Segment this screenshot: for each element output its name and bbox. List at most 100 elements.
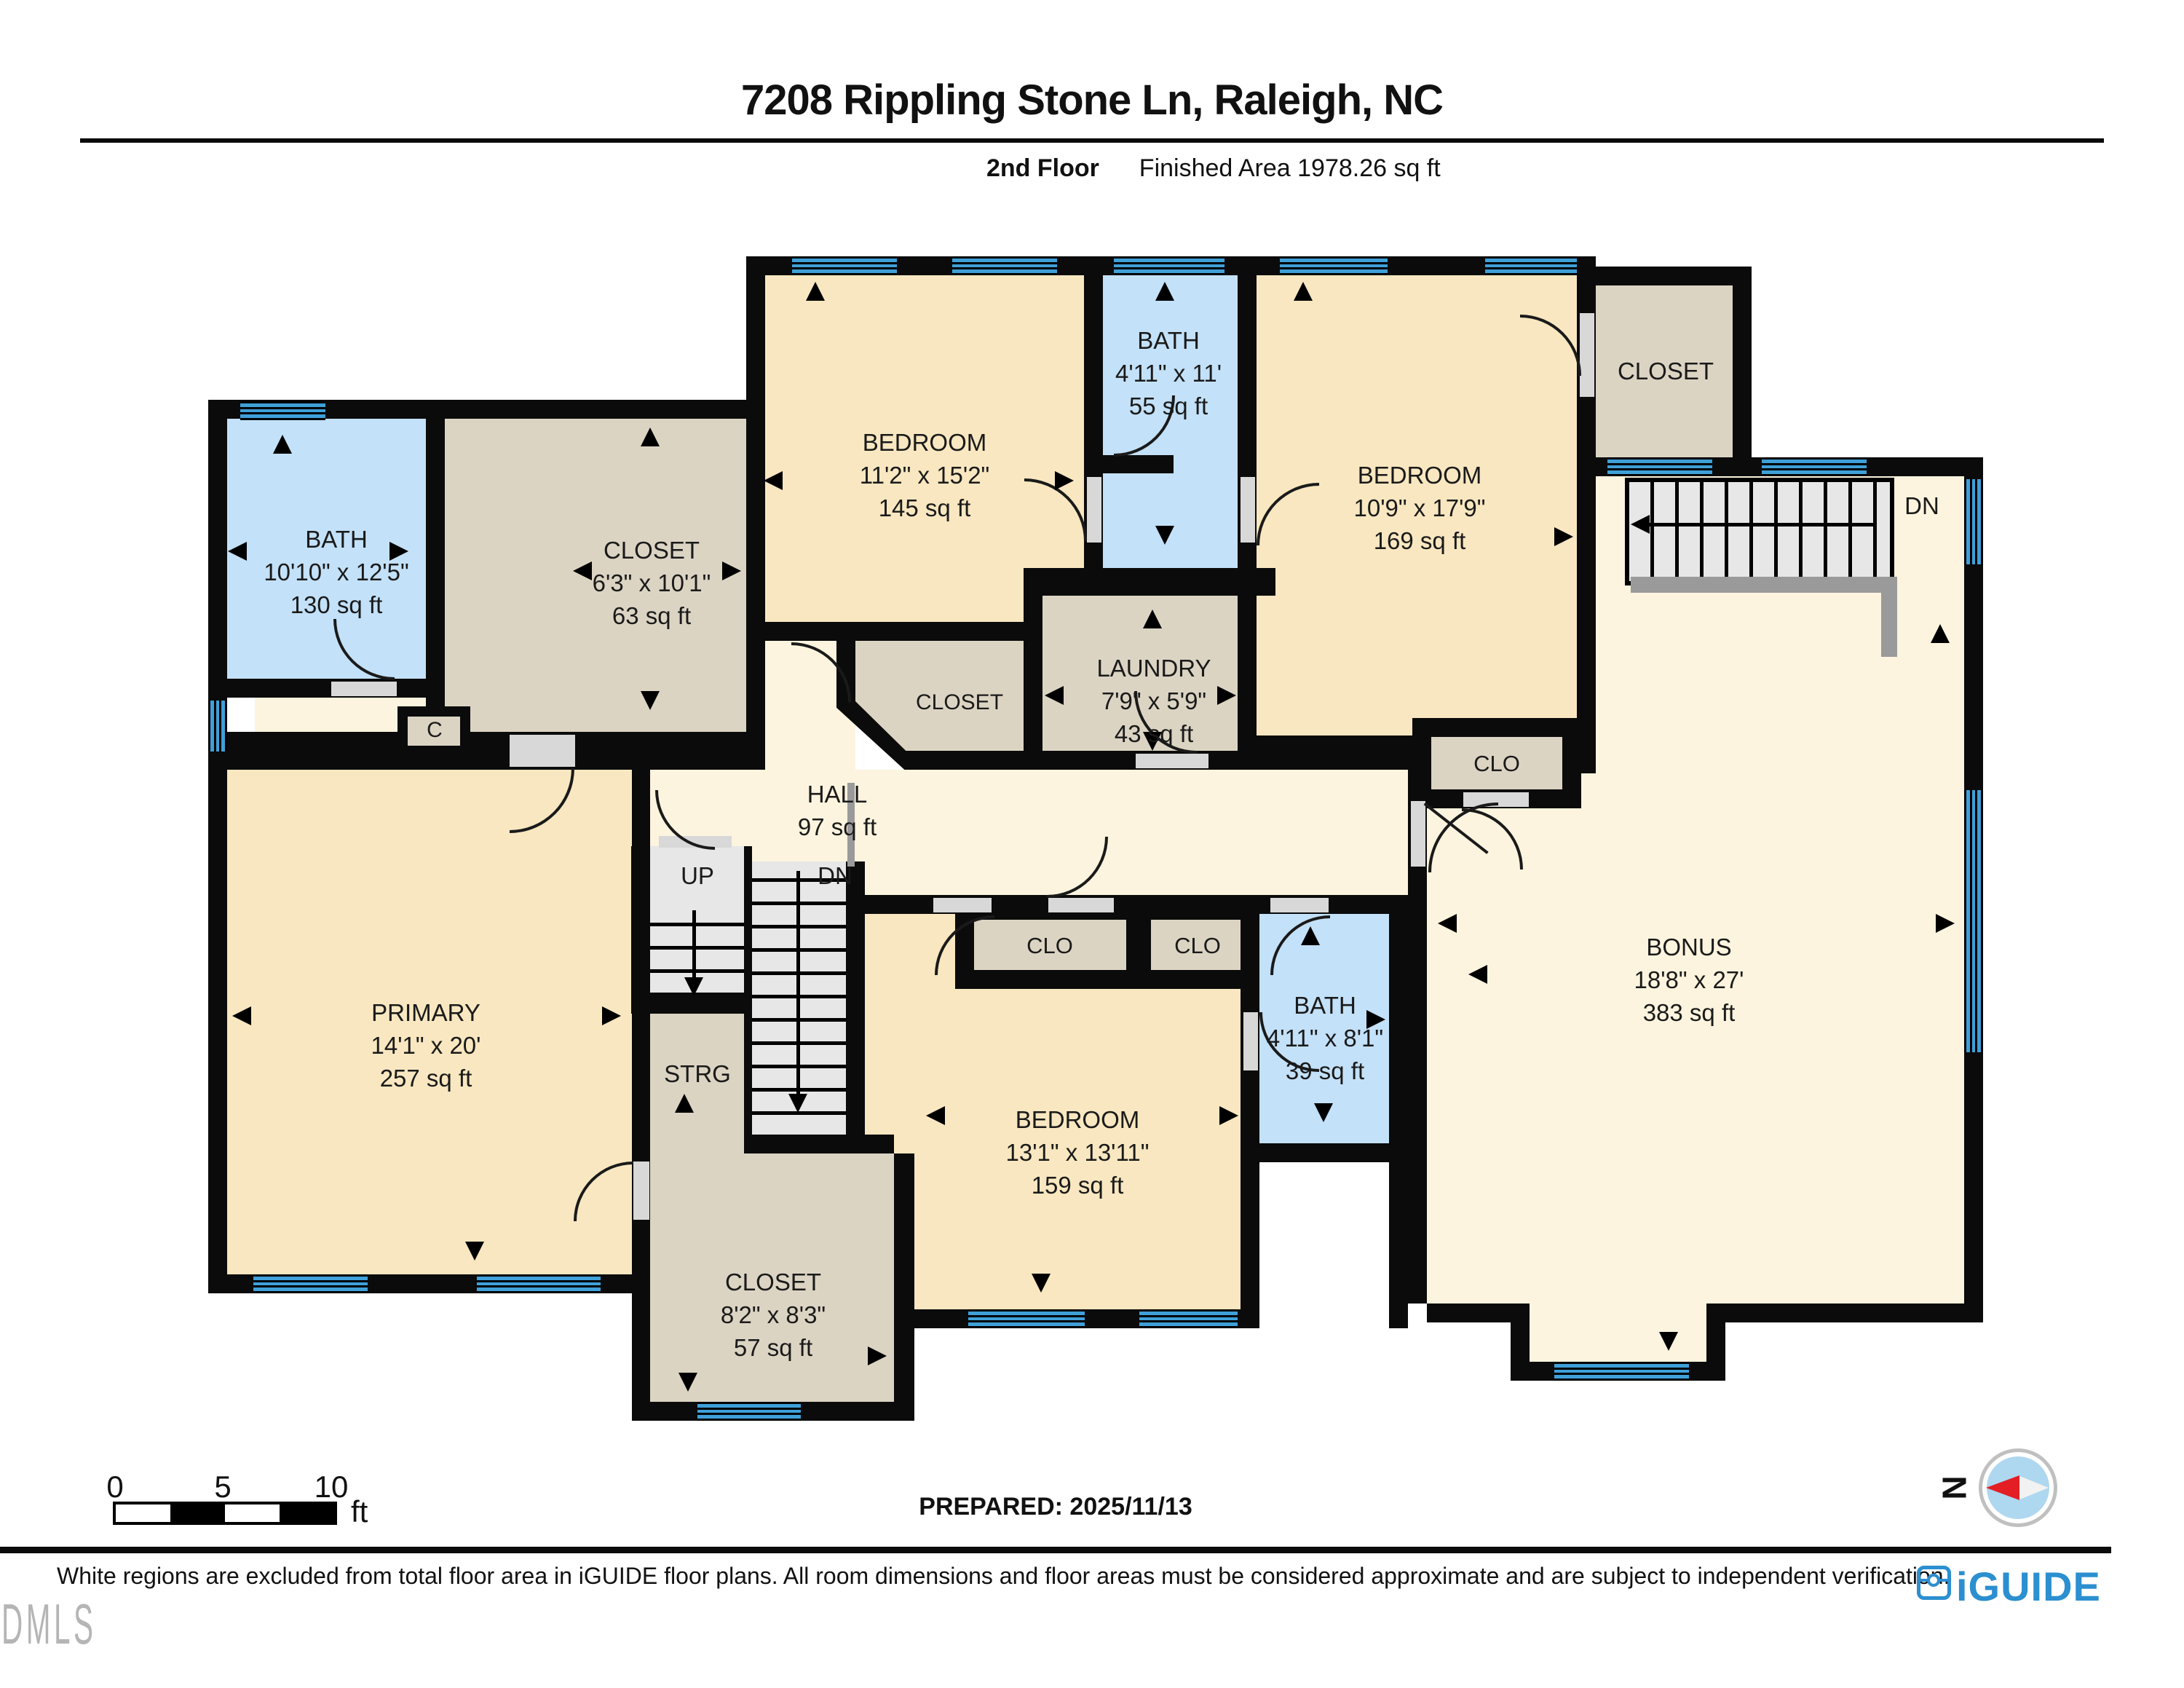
stair-post: [847, 783, 855, 867]
door-opening: [1048, 898, 1114, 912]
stair-arrow: [1631, 515, 1650, 534]
label-strg: STRG: [664, 1057, 731, 1090]
wall: [208, 751, 227, 1293]
direction-arrow: [1931, 624, 1950, 643]
window: [1964, 479, 1983, 564]
staircase-down-top-right: [1625, 478, 1894, 585]
room-area: 63 sq ft: [612, 602, 692, 629]
wall: [744, 1135, 894, 1153]
stair-arrow: [684, 977, 703, 996]
direction-arrow: [1219, 1106, 1238, 1125]
door-opening: [1270, 898, 1329, 912]
window: [792, 256, 897, 275]
room-name: CLOSET: [1617, 358, 1714, 384]
door-opening: [1136, 754, 1208, 768]
direction-arrow: [1301, 926, 1320, 945]
room-area: 130 sq ft: [290, 591, 383, 618]
wall: [1103, 455, 1174, 473]
room-dims: 10'9" x 17'9": [1353, 494, 1486, 521]
direction-arrow: [1366, 1010, 1385, 1029]
direction-arrow: [1155, 282, 1174, 301]
wall: [746, 622, 1042, 641]
footer-divider: [0, 1547, 2111, 1553]
direction-arrow: [1659, 1332, 1678, 1351]
room-name: CLOSET: [915, 690, 1004, 714]
room-area: 257 sq ft: [379, 1065, 472, 1092]
iguide-logo-text: iGUIDE: [1956, 1563, 2101, 1609]
room-name: PRIMARY: [371, 999, 480, 1026]
direction-arrow: [675, 1094, 694, 1113]
room-dims: 8'2" x 8'3": [720, 1301, 826, 1328]
direction-arrow: [1468, 965, 1487, 984]
direction-arrow: [1045, 686, 1064, 705]
stair-label: DN: [818, 862, 852, 889]
room-fill-closet-top-left: [445, 419, 746, 732]
scale-bar-graphic: [113, 1502, 337, 1525]
stair-direction-line: [692, 910, 696, 979]
direction-arrow: [678, 1373, 697, 1392]
wall: [1733, 267, 1752, 476]
direction-arrow: [573, 561, 592, 580]
direction-arrow: [1554, 527, 1573, 546]
room-label-bath-top-left: BATH 10'10" x 12'5" 130 sq ft: [264, 523, 408, 621]
label-clo1: CLO: [1026, 929, 1073, 962]
compass-north-letter: N: [1935, 1475, 1974, 1500]
window: [1554, 1362, 1689, 1381]
wall: [208, 400, 227, 751]
window: [952, 256, 1057, 275]
floor-label: 2nd Floor: [986, 154, 1099, 182]
window: [1762, 457, 1867, 476]
wall: [1024, 751, 1427, 770]
room-name: CLOSET: [603, 537, 700, 564]
direction-arrow: [1032, 1274, 1051, 1293]
page-title: 7208 Rippling Stone Ln, Raleigh, NC: [741, 76, 1444, 124]
label-closet-c: C: [427, 716, 443, 745]
room-label-bonus: BONUS 18'8" x 27' 383 sq ft: [1634, 931, 1744, 1029]
stair-railing: [1631, 577, 1897, 593]
door-opening: [1087, 477, 1101, 543]
room-fill-storage: [650, 1014, 744, 1153]
wall: [746, 256, 765, 751]
direction-arrow: [722, 561, 741, 580]
room-fill-clo2: [1151, 920, 1241, 970]
finished-area-label: Finished Area 1978.26 sq ft: [1139, 154, 1441, 182]
room-label-bedroom-bottom: BEDROOM 13'1" x 13'11" 159 sq ft: [1006, 1103, 1150, 1202]
direction-arrow: [1055, 471, 1074, 490]
door-opening: [1411, 801, 1425, 867]
room-name: C: [427, 718, 443, 742]
stair-direction-line: [796, 871, 800, 1097]
wall: [1241, 1143, 1408, 1162]
room-name: STRG: [664, 1060, 731, 1087]
room-label-closet-bottom: CLOSET 8'2" x 8'3" 57 sq ft: [721, 1266, 826, 1364]
wall: [218, 732, 765, 770]
room-area: 39 sq ft: [1285, 1057, 1365, 1084]
direction-arrow: [228, 542, 247, 561]
stair-label: DN: [1904, 492, 1939, 519]
room-label-bath-bottom: BATH 4'11" x 8'1" 39 sq ft: [1267, 989, 1383, 1087]
room-name: BATH: [1137, 327, 1200, 354]
room-label-hall: HALL 97 sq ft: [798, 778, 877, 843]
label-clo-right: CLO: [1473, 747, 1520, 780]
room-dims: 4'11" x 8'1": [1266, 1025, 1384, 1052]
direction-arrow: [1155, 526, 1174, 545]
room-area: 97 sq ft: [797, 813, 877, 840]
direction-arrow: [641, 691, 660, 710]
room-fill-closet-c: [408, 717, 460, 746]
floor-subtitle: 2nd Floor Finished Area 1978.26 sq ft: [986, 154, 1441, 183]
door-opening: [1243, 1012, 1258, 1070]
direction-arrow: [641, 427, 660, 446]
label-up: UP: [681, 859, 714, 892]
room-area: 145 sq ft: [878, 494, 971, 521]
direction-arrow: [273, 435, 292, 454]
wall: [1725, 1304, 1983, 1322]
room-label-closet-top-left: CLOSET 6'3" x 10'1" 63 sq ft: [593, 534, 711, 632]
stair-label: UP: [681, 862, 714, 889]
disclaimer-text: White regions are excluded from total fl…: [57, 1563, 1950, 1589]
door-opening: [1241, 477, 1255, 543]
door-opening: [331, 682, 397, 696]
room-name: BEDROOM: [1357, 462, 1482, 489]
wall: [1024, 568, 1275, 596]
corridor-fill: [255, 698, 426, 732]
room-area: 43 sq ft: [1114, 720, 1194, 747]
